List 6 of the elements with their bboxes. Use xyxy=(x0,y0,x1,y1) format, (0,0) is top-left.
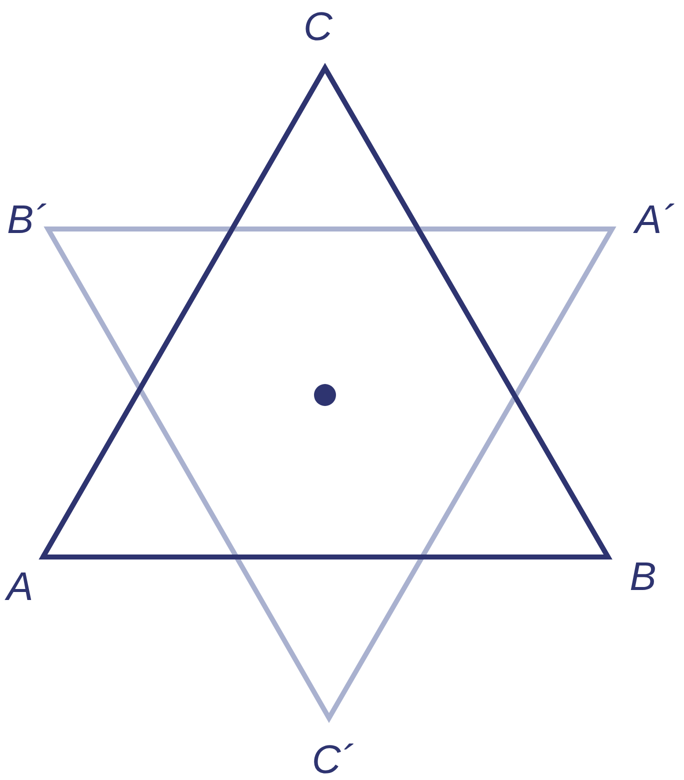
vertex-label: B xyxy=(630,557,656,597)
vertex-label: A´ xyxy=(635,200,675,240)
vertex-label: C´ xyxy=(312,740,354,780)
vertex-label: A xyxy=(6,567,34,607)
vertex-label: C xyxy=(304,7,332,47)
vertex-label: B´ xyxy=(7,200,47,240)
